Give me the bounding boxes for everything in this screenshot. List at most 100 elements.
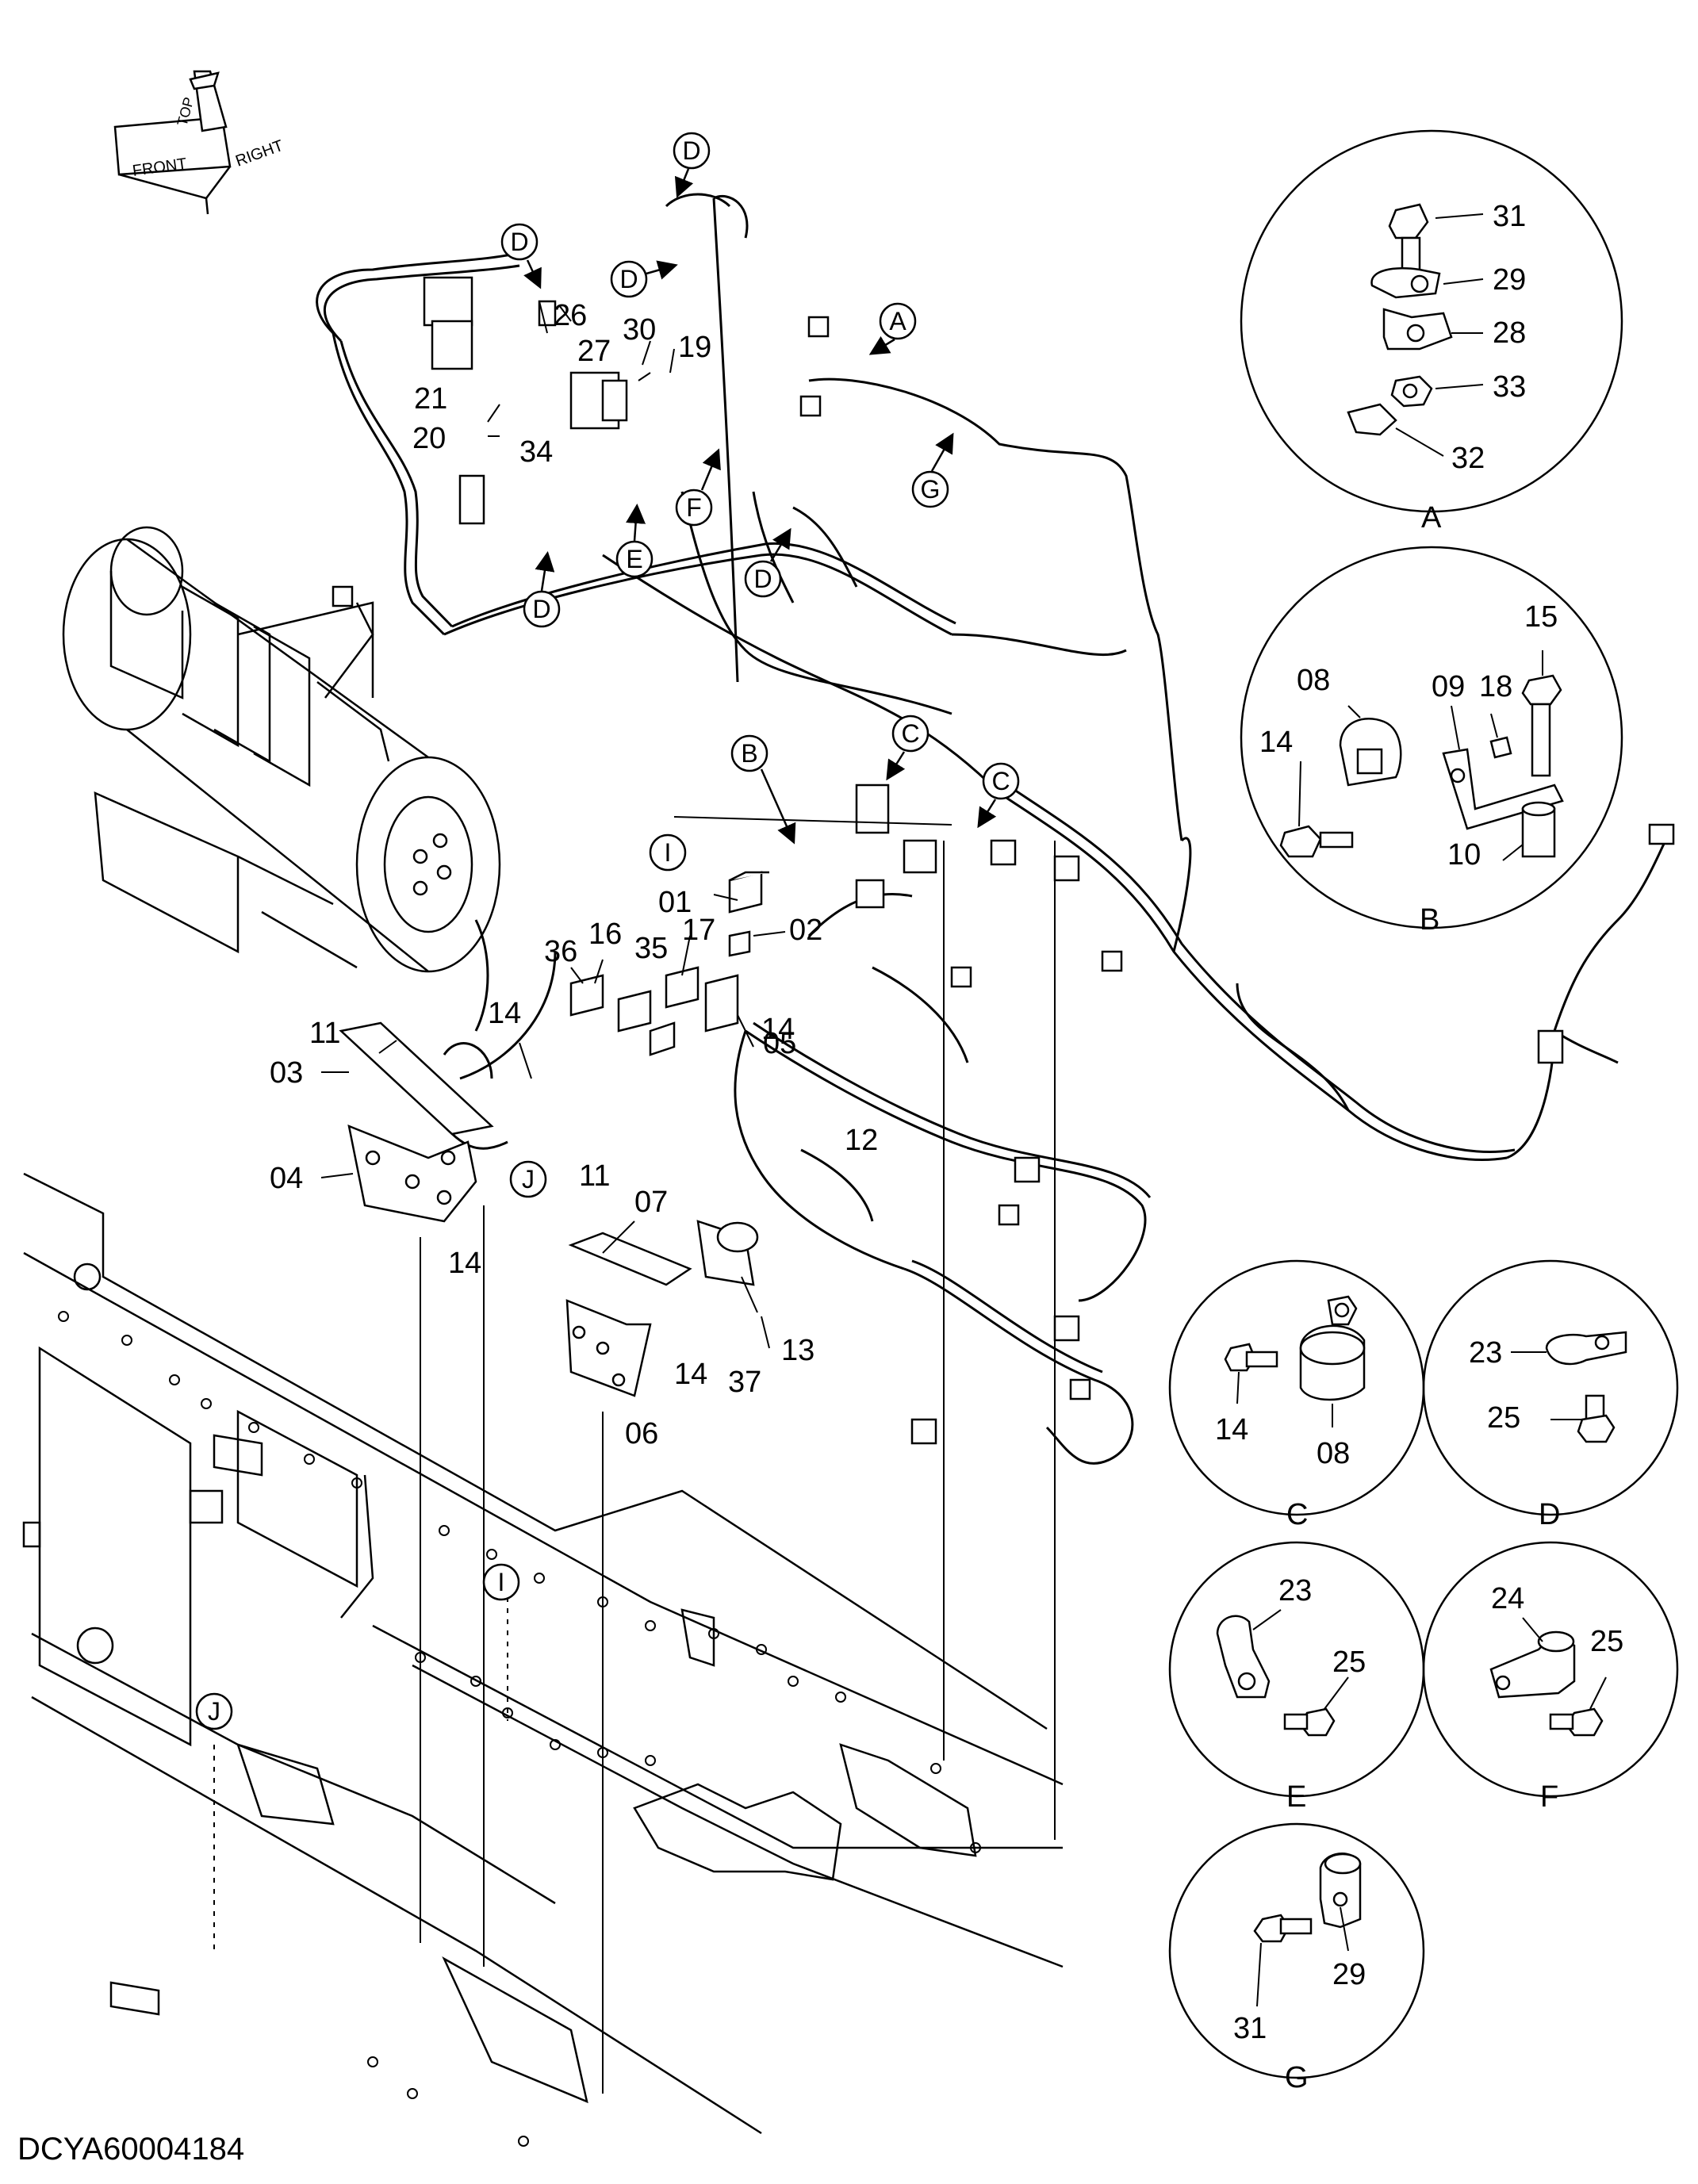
detail-D: 23 25 D [1422,1259,1679,1531]
detail-B-label-15: 15 [1524,600,1558,634]
wiring-harness [316,193,1667,1465]
detail-B-label-08: 08 [1297,664,1330,697]
detail-C-label-08: 08 [1317,1437,1350,1470]
callout-D4-letter: D [532,595,550,623]
label-16: 16 [588,918,622,951]
label-35: 35 [634,932,668,965]
callout-C1 [886,715,929,781]
callout-E-letter: E [626,545,642,573]
callout-B-letter: B [741,739,757,768]
callout-I2-letter: I [498,1568,505,1596]
detail-D-label-23: 23 [1469,1336,1502,1370]
callout-J2-letter: J [208,1697,220,1726]
callout-D2 [500,223,542,289]
callout-D5 [744,527,792,598]
callout-D3-letter: D [619,265,638,293]
label-30: 30 [623,313,656,347]
detail-B-label-18: 18 [1479,670,1512,703]
engine-assembly [62,526,501,973]
detail-A-label-28: 28 [1493,316,1526,350]
label-13: 13 [781,1334,815,1367]
detail-F-title: F [1540,1780,1558,1814]
label-27: 27 [577,335,611,368]
detail-A-title: A [1421,501,1442,535]
callout-J2 [195,1692,233,1730]
detail-G: 29 31 G [1168,1822,1425,2094]
main-callout-letters: A B C C D D D D D E F G I I J J [208,136,1010,1726]
orientation-indicator: FRONT TOP RIGHT [113,70,286,215]
detail-B: 15 08 09 18 14 10 B [1240,546,1623,937]
callout-I1-letter: I [665,838,672,867]
callout-D1 [673,132,711,198]
detail-B-title: B [1420,903,1439,937]
callout-D3 [610,260,678,298]
label-17: 17 [682,914,715,947]
label-14-d: 14 [674,1358,707,1391]
callout-I2 [482,1563,520,1601]
detail-G-label-31: 31 [1233,2012,1267,2045]
detail-F: 24 25 F [1422,1541,1679,1814]
label-02: 02 [789,914,822,947]
callout-A [868,302,917,355]
label-34: 34 [519,435,553,469]
callout-D5-letter: D [753,565,772,593]
detail-B-label-10: 10 [1447,838,1481,872]
callout-B [730,734,796,845]
detail-G-label-29: 29 [1332,1958,1366,1991]
label-14-b: 14 [761,1013,795,1046]
detail-F-label-24: 24 [1491,1582,1524,1615]
label-36: 36 [544,935,577,968]
label-19: 19 [678,331,711,364]
callout-F [675,448,721,527]
detail-D-label-25: 25 [1487,1401,1520,1435]
callout-F-letter: F [686,493,702,522]
label-01: 01 [658,886,692,919]
label-20: 20 [412,422,446,455]
detail-E-label-23: 23 [1278,1574,1312,1607]
chassis-frame [22,1172,1064,2147]
callout-G-letter: G [921,475,941,504]
callout-C2-letter: C [991,767,1010,795]
label-03: 03 [270,1056,303,1090]
callout-E [615,504,654,578]
callout-D2-letter: D [510,228,528,256]
detail-E: 23 25 E [1168,1541,1425,1814]
detail-G-title: G [1285,2061,1309,2094]
detail-C-label-14: 14 [1215,1413,1248,1446]
callout-J1 [509,1160,547,1198]
label-07: 07 [634,1186,668,1219]
main-callouts [195,132,1020,1730]
label-14-c: 14 [448,1247,481,1280]
detail-A-label-33: 33 [1493,370,1526,404]
leader-lines [320,301,786,1349]
detail-A-label-29: 29 [1493,263,1526,297]
detail-B-label-09: 09 [1432,670,1465,703]
bracket-assembly-06-07 [565,1232,692,1397]
callout-C2 [977,762,1020,829]
label-26: 26 [554,299,587,332]
callout-G [911,432,954,508]
callout-A-letter: A [889,307,906,335]
label-21: 21 [414,382,447,416]
label-11-lower: 11 [579,1159,610,1193]
label-11-upper: 11 [309,1017,340,1050]
detail-F-label-25: 25 [1590,1625,1623,1658]
relay-components [569,871,769,1286]
alignment-lines [213,816,1056,2094]
detail-E-title: E [1286,1780,1306,1814]
bracket-assembly-03-04 [339,1021,494,1223]
detail-C: 14 08 C [1168,1259,1425,1531]
label-06: 06 [625,1417,658,1450]
detail-D-title: D [1539,1498,1560,1531]
callout-J1-letter: J [522,1165,535,1194]
detail-C-title: C [1286,1498,1308,1531]
orientation-right-label: RIGHT [233,137,286,171]
label-12: 12 [845,1124,878,1157]
detail-B-label-14: 14 [1259,726,1293,759]
detail-A-label-31: 31 [1493,200,1526,233]
callout-C1-letter: C [901,719,919,748]
label-05: 05 [763,1027,796,1060]
main-part-labels: 01 02 03 04 05 06 07 11 11 12 13 14 14 1… [270,299,878,1450]
